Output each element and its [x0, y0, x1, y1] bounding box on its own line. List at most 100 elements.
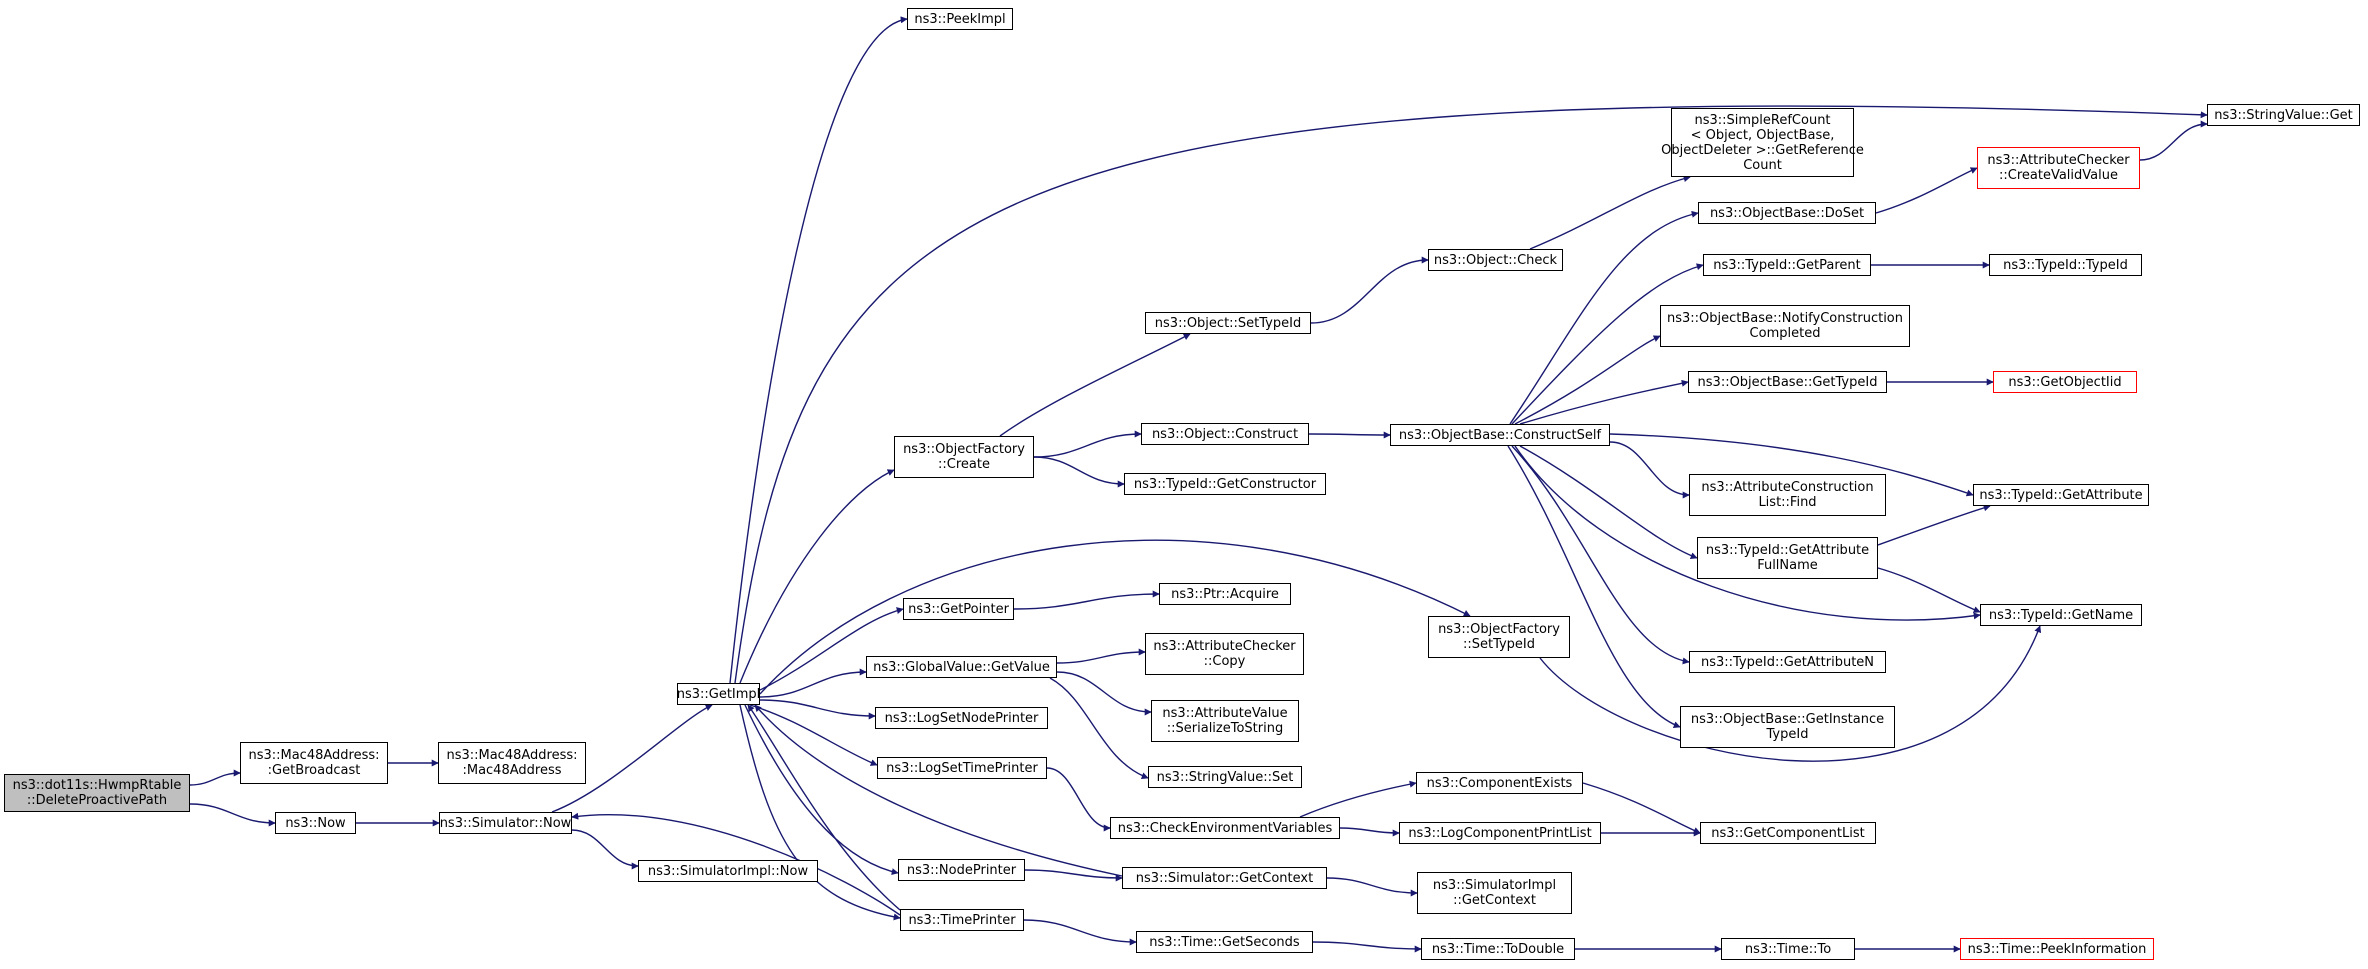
call-edge: [1033, 430, 1142, 458]
node-label-line: ns3::Mac48Address:: [248, 748, 380, 763]
node-logtimeprinter[interactable]: ns3::LogSetTimePrinter: [877, 757, 1047, 779]
call-edge: [2139, 120, 2208, 161]
node-sv-set[interactable]: ns3::StringValue::Set: [1148, 766, 1302, 788]
node-label: ns3::GetComponentList: [1711, 826, 1864, 841]
node-label: ns3::SimpleRefCount< Object, ObjectBase,…: [1661, 113, 1864, 173]
call-edge: [1875, 167, 1978, 214]
node-label: ns3::PeekImpl: [914, 12, 1005, 27]
call-edge: [1582, 782, 1701, 834]
node-label-line: Count: [1743, 157, 1782, 173]
call-edge: [1539, 625, 2042, 762]
node-label-line: ns3::Simulator::Now: [439, 815, 572, 831]
node-ac-createvalidvalue[interactable]: ns3::AttributeChecker::CreateValidValue: [1977, 147, 2140, 189]
node-gv-getvalue[interactable]: ns3::GlobalValue::GetValue: [866, 656, 1057, 678]
node-simimpl-now[interactable]: ns3::SimulatorImpl::Now: [638, 860, 818, 882]
node-of-settypeid[interactable]: ns3::ObjectFactory::SetTypeId: [1428, 616, 1570, 658]
node-label-line: ns3::GlobalValue::GetValue: [873, 659, 1050, 675]
node-time-getseconds[interactable]: ns3::Time::GetSeconds: [1136, 931, 1313, 953]
node-ob-gettypeid[interactable]: ns3::ObjectBase::GetTypeId: [1688, 371, 1887, 393]
node-av-serialize[interactable]: ns3::AttributeValue::SerializeToString: [1151, 700, 1299, 742]
node-nodeprinter[interactable]: ns3::NodePrinter: [898, 859, 1025, 881]
call-edge: [1299, 780, 1417, 818]
node-label: ns3::ComponentExists: [1427, 776, 1573, 791]
node-time-peekinfo[interactable]: ns3::Time::PeekInformation: [1960, 938, 2154, 960]
call-edge: [1023, 919, 1137, 946]
node-label-line: :Mac48Address: [462, 763, 562, 778]
node-label: ns3::Time::GetSeconds: [1149, 935, 1299, 950]
node-label: ns3::AttributeChecker::CreateValidValue: [1987, 153, 2129, 183]
node-obj-settypeid[interactable]: ns3::Object::SetTypeId: [1145, 312, 1311, 334]
node-ptr-acquire[interactable]: ns3::Ptr::Acquire: [1159, 583, 1291, 605]
node-sv-get[interactable]: ns3::StringValue::Get: [2207, 104, 2360, 126]
node-logcomponentprintlist[interactable]: ns3::LogComponentPrintList: [1399, 822, 1601, 844]
call-edge: [1514, 445, 1981, 621]
node-getobjectiid[interactable]: ns3::GetObjectIid: [1993, 371, 2137, 393]
node-label: ns3::Object::Check: [1434, 253, 1557, 268]
node-of-create[interactable]: ns3::ObjectFactory::Create: [894, 436, 1034, 478]
node-mac-ctor[interactable]: ns3::Mac48Address::Mac48Address: [438, 742, 586, 784]
node-label-line: ns3::CheckEnvironmentVariables: [1117, 820, 1333, 836]
node-tid-getname[interactable]: ns3::TypeId::GetName: [1980, 604, 2142, 626]
node-label-line: ns3::ObjectBase::ConstructSelf: [1398, 427, 1602, 443]
node-now[interactable]: ns3::Now: [275, 812, 356, 834]
call-edge: [189, 769, 241, 786]
node-obj-construct[interactable]: ns3::Object::Construct: [1141, 423, 1309, 445]
node-label-line: ns3::AttributeConstruction: [1701, 480, 1874, 495]
node-mac-getbroadcast[interactable]: ns3::Mac48Address::GetBroadcast: [240, 742, 388, 784]
call-edge: [739, 469, 895, 684]
node-peekimpl[interactable]: ns3::PeekImpl: [907, 8, 1013, 30]
node-label: ns3::ObjectBase::ConstructSelf: [1399, 428, 1601, 443]
node-label-line: ns3::LogComponentPrintList: [1408, 825, 1592, 841]
node-label-line: ns3::TypeId::GetAttributeN: [1700, 654, 1875, 670]
node-label: ns3::TimePrinter: [908, 913, 1015, 928]
node-getpointer[interactable]: ns3::GetPointer: [903, 598, 1014, 620]
node-getcomponentlist[interactable]: ns3::GetComponentList: [1700, 822, 1876, 844]
node-tid-getparent[interactable]: ns3::TypeId::GetParent: [1703, 254, 1871, 276]
node-sim-now[interactable]: ns3::Simulator::Now: [439, 812, 572, 834]
node-label-line: ::SetTypeId: [1462, 637, 1536, 652]
node-label-line: ::CreateValidValue: [1999, 168, 2118, 183]
node-ac-copy[interactable]: ns3::AttributeChecker::Copy: [1145, 633, 1304, 675]
node-time-todouble[interactable]: ns3::Time::ToDouble: [1421, 938, 1575, 960]
node-label: ns3::TypeId::GetAttribute: [1979, 488, 2142, 503]
node-label: ns3::TypeId::GetParent: [1713, 258, 1861, 273]
node-checkenv[interactable]: ns3::CheckEnvironmentVariables: [1110, 817, 1340, 839]
node-label-line: ns3::Time::ToDouble: [1431, 941, 1565, 957]
node-label-line: FullName: [1757, 558, 1818, 573]
node-componentexists[interactable]: ns3::ComponentExists: [1416, 772, 1583, 794]
node-getimpl[interactable]: ns3::GetImpl: [677, 683, 760, 705]
node-label-line: ns3::TimePrinter: [908, 912, 1016, 928]
node-src-getrefcount[interactable]: ns3::SimpleRefCount< Object, ObjectBase,…: [1661, 108, 1864, 177]
node-tid-getattrn[interactable]: ns3::TypeId::GetAttributeN: [1689, 651, 1886, 673]
node-sim-getcontext[interactable]: ns3::Simulator::GetContext: [1122, 867, 1327, 889]
node-tid-getattribute[interactable]: ns3::TypeId::GetAttribute: [1973, 484, 2149, 506]
call-edge: [1877, 567, 1981, 613]
node-label: ns3::GetImpl: [677, 687, 761, 702]
node-label: ns3::AttributeChecker::Copy: [1153, 639, 1295, 669]
node-label-line: ns3::Time::GetSeconds: [1149, 934, 1300, 950]
node-time-to[interactable]: ns3::Time::To: [1721, 938, 1855, 960]
node-label-line: ns3::TypeId::GetParent: [1713, 257, 1861, 273]
node-label-line: ns3::TypeId::GetConstructor: [1133, 476, 1317, 492]
node-timeprinter[interactable]: ns3::TimePrinter: [900, 909, 1024, 931]
node-obj-check[interactable]: ns3::Object::Check: [1428, 249, 1563, 271]
node-simimpl-getcontext[interactable]: ns3::SimulatorImpl::GetContext: [1417, 872, 1572, 914]
call-edge: [1519, 379, 1689, 425]
node-tid-typeid[interactable]: ns3::TypeId::TypeId: [1989, 254, 2142, 276]
call-edge: [1056, 648, 1146, 664]
node-label: ns3::TypeId::TypeId: [2003, 258, 2128, 273]
node-label-line: ns3::TypeId::TypeId: [2003, 257, 2128, 273]
call-edge: [1033, 456, 1125, 488]
node-label-line: ns3::ObjectBase::GetTypeId: [1697, 374, 1878, 390]
node-ob-doset[interactable]: ns3::ObjectBase::DoSet: [1698, 202, 1876, 224]
node-ob-constructself[interactable]: ns3::ObjectBase::ConstructSelf: [1390, 424, 1610, 446]
node-tid-getctor[interactable]: ns3::TypeId::GetConstructor: [1124, 473, 1326, 495]
node-lognodeprinter[interactable]: ns3::LogSetNodePrinter: [875, 707, 1048, 729]
node-label: ns3::TypeId::GetConstructor: [1134, 477, 1316, 492]
node-label: ns3::TypeId::GetName: [1989, 608, 2133, 623]
